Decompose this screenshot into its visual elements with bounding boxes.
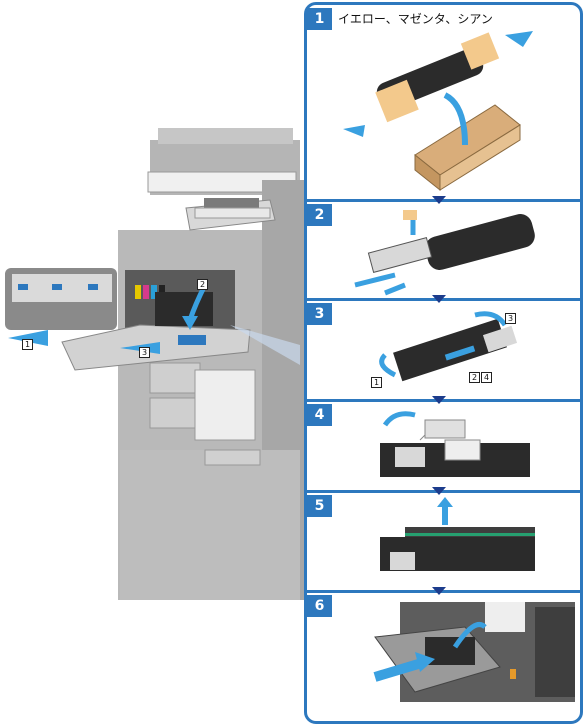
callout-main-3: 3: [139, 347, 150, 358]
step-number-1: 1: [307, 8, 332, 30]
callout-main-1: 1: [22, 339, 33, 350]
step-down-arrow-icon: [432, 396, 446, 404]
step-1-title: イエロー、マゼンタ、シアン: [338, 12, 493, 26]
copier-machine: [5, 128, 304, 600]
step-down-arrow-icon: [432, 196, 446, 204]
step-4-illustration: [380, 411, 530, 477]
callout-step3-3: 3: [505, 313, 516, 324]
callout-step3-4: 4: [481, 372, 492, 383]
callout-step3-2: 2: [469, 372, 480, 383]
step-5-illustration: [380, 497, 535, 571]
step-number-5: 5: [307, 495, 332, 517]
step-number-2: 2: [307, 204, 332, 226]
step-number-4: 4: [307, 404, 332, 426]
step-down-arrow-icon: [432, 295, 446, 303]
step-number-3: 3: [307, 303, 332, 325]
step-number-6: 6: [307, 595, 332, 617]
callout-main-2: 2: [197, 279, 208, 290]
callout-step3-1: 1: [371, 377, 382, 388]
step-3-illustration: [379, 311, 518, 382]
step-down-arrow-icon: [432, 487, 446, 495]
step-2-illustration: [354, 210, 535, 296]
step-6-illustration: [373, 602, 575, 702]
step-down-arrow-icon: [432, 587, 446, 595]
step-1-illustration: [343, 31, 533, 192]
